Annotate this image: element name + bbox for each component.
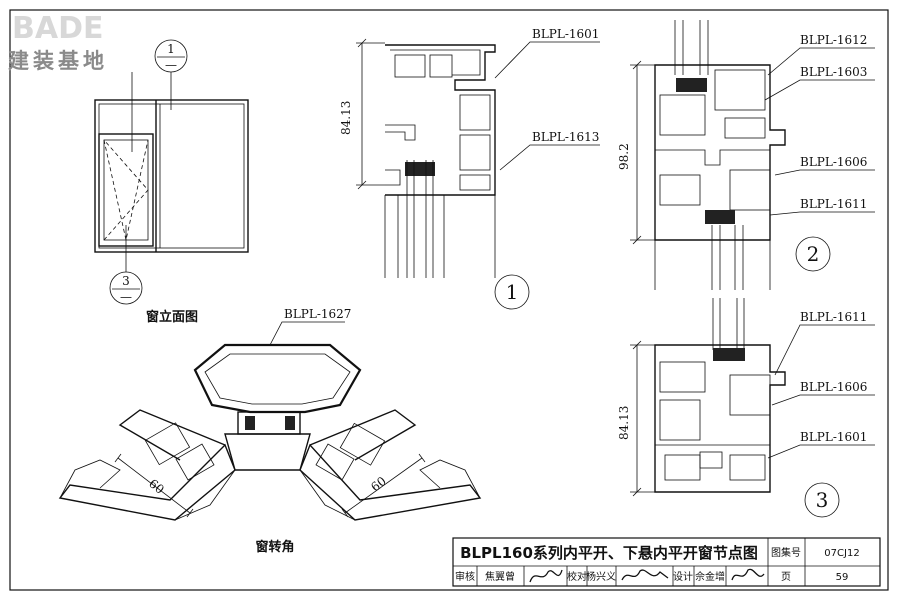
reviewer-signature	[529, 569, 563, 583]
logo-tagline: 建装基地	[8, 49, 108, 73]
node-2-label-1603: BLPL-1603	[800, 65, 867, 79]
node-1-detail: 84.13 BLPL-1601 BLPL-1613 1	[339, 27, 600, 310]
section-marker-1	[154, 39, 188, 73]
atlas-number: 07CJ12	[824, 548, 859, 559]
elevation-caption: 窗立面图	[146, 309, 198, 325]
node-2-callout-number: 2	[807, 242, 820, 266]
node-1-callout-number: 1	[506, 280, 519, 304]
corner-detail: 60 60 BLPL-1627 窗转角	[58, 307, 482, 555]
sheet-border	[9, 9, 889, 591]
page-label: 页	[781, 571, 791, 583]
review-label: 审核	[455, 570, 475, 583]
section-marker-3	[109, 271, 143, 305]
node-3-dimension: 84.13	[617, 406, 631, 440]
corner-dimension-left: 60	[146, 476, 167, 496]
node-2-dimension: 98.2	[617, 143, 631, 170]
section-marker-1-number: 1	[167, 42, 175, 56]
corner-label-1627: BLPL-1627	[284, 307, 351, 321]
node-2-detail: 98.2 BLPL-1612 BLPL-1603 BLPL-1606 BLPL-…	[617, 20, 875, 290]
node-3-callout	[804, 482, 840, 518]
design-label: 设计	[673, 570, 693, 583]
node-3-callout-number: 3	[816, 488, 829, 512]
atlas-label: 图集号	[771, 546, 801, 559]
node-2-label-1611: BLPL-1611	[800, 197, 867, 211]
logo: BADE 建装基地	[8, 11, 108, 73]
node-1-dimension: 84.13	[339, 101, 353, 135]
page-number: 59	[836, 572, 849, 583]
node-1-label-1601: BLPL-1601	[532, 27, 599, 41]
node-2-label-1612: BLPL-1612	[800, 33, 867, 47]
reviewer-name: 焦翼曾	[485, 570, 515, 583]
section-marker-3-number: 3	[122, 274, 130, 288]
node-2-callout	[795, 236, 831, 272]
designer-signature	[731, 568, 765, 581]
check-label: 校对	[567, 570, 587, 583]
node-1-label-1613: BLPL-1613	[532, 130, 599, 144]
checker-name: 杨兴义	[586, 570, 616, 583]
logo-brand: BADE	[12, 11, 103, 46]
drawing-title: BLPL160系列内平开、下悬内平开窗节点图	[460, 544, 758, 562]
node-3-label-1606: BLPL-1606	[800, 380, 867, 394]
section-marker-3-bar: —	[120, 290, 132, 304]
section-marker-1-bar: —	[165, 58, 177, 72]
checker-signature	[621, 569, 669, 581]
corner-dimension-right: 60	[368, 474, 389, 494]
node-3-label-1611: BLPL-1611	[800, 310, 867, 324]
node-3-label-1601: BLPL-1601	[800, 430, 867, 444]
title-block: BLPL160系列内平开、下悬内平开窗节点图 图集号 07CJ12 审核 焦翼曾…	[452, 537, 881, 587]
node-2-label-1606: BLPL-1606	[800, 155, 867, 169]
designer-name: 佘金增	[695, 570, 725, 583]
window-elevation: 1 — 3 — 窗立面图	[94, 39, 249, 325]
node-1-callout	[494, 274, 530, 310]
node-3-detail: 84.13 BLPL-1611 BLPL-1606 BLPL-1601 3	[617, 298, 875, 518]
corner-caption: 窗转角	[255, 539, 294, 555]
